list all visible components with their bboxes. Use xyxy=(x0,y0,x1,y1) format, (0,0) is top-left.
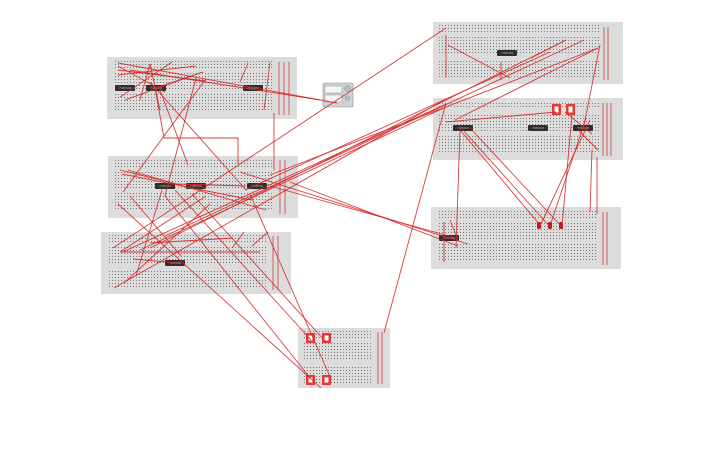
push-button-4[interactable] xyxy=(322,375,331,385)
chip-4[interactable]: 74HC04 xyxy=(155,183,175,189)
svg-text:74HC32: 74HC32 xyxy=(251,184,263,188)
push-button-2[interactable] xyxy=(322,333,331,343)
svg-text:74HC08: 74HC08 xyxy=(119,86,131,90)
svg-text:74HC32: 74HC32 xyxy=(532,126,544,130)
breadboard-lower-right[interactable] xyxy=(431,207,621,269)
push-button-6[interactable] xyxy=(566,104,575,115)
push-button-1[interactable] xyxy=(306,333,315,343)
svg-text:74HC08: 74HC08 xyxy=(501,51,513,55)
chip-10[interactable]: 74HC32 xyxy=(528,125,548,131)
svg-text:74HC04: 74HC04 xyxy=(457,126,469,130)
breadboard-top-right[interactable] xyxy=(433,22,623,84)
push-button-5[interactable] xyxy=(552,104,561,115)
chip-8[interactable]: 74HC08 xyxy=(497,50,517,56)
push-button-3[interactable] xyxy=(306,375,315,385)
power-supply-device[interactable] xyxy=(322,82,354,108)
wire-bundle xyxy=(112,27,601,389)
svg-text:74HC04: 74HC04 xyxy=(159,184,171,188)
chip-1[interactable]: 74HC08 xyxy=(115,85,135,91)
chip-9[interactable]: 74HC04 xyxy=(453,125,473,131)
chip-6[interactable]: 74HC32 xyxy=(247,183,267,189)
svg-text:74HC08: 74HC08 xyxy=(190,184,202,188)
led-1[interactable] xyxy=(537,222,541,229)
